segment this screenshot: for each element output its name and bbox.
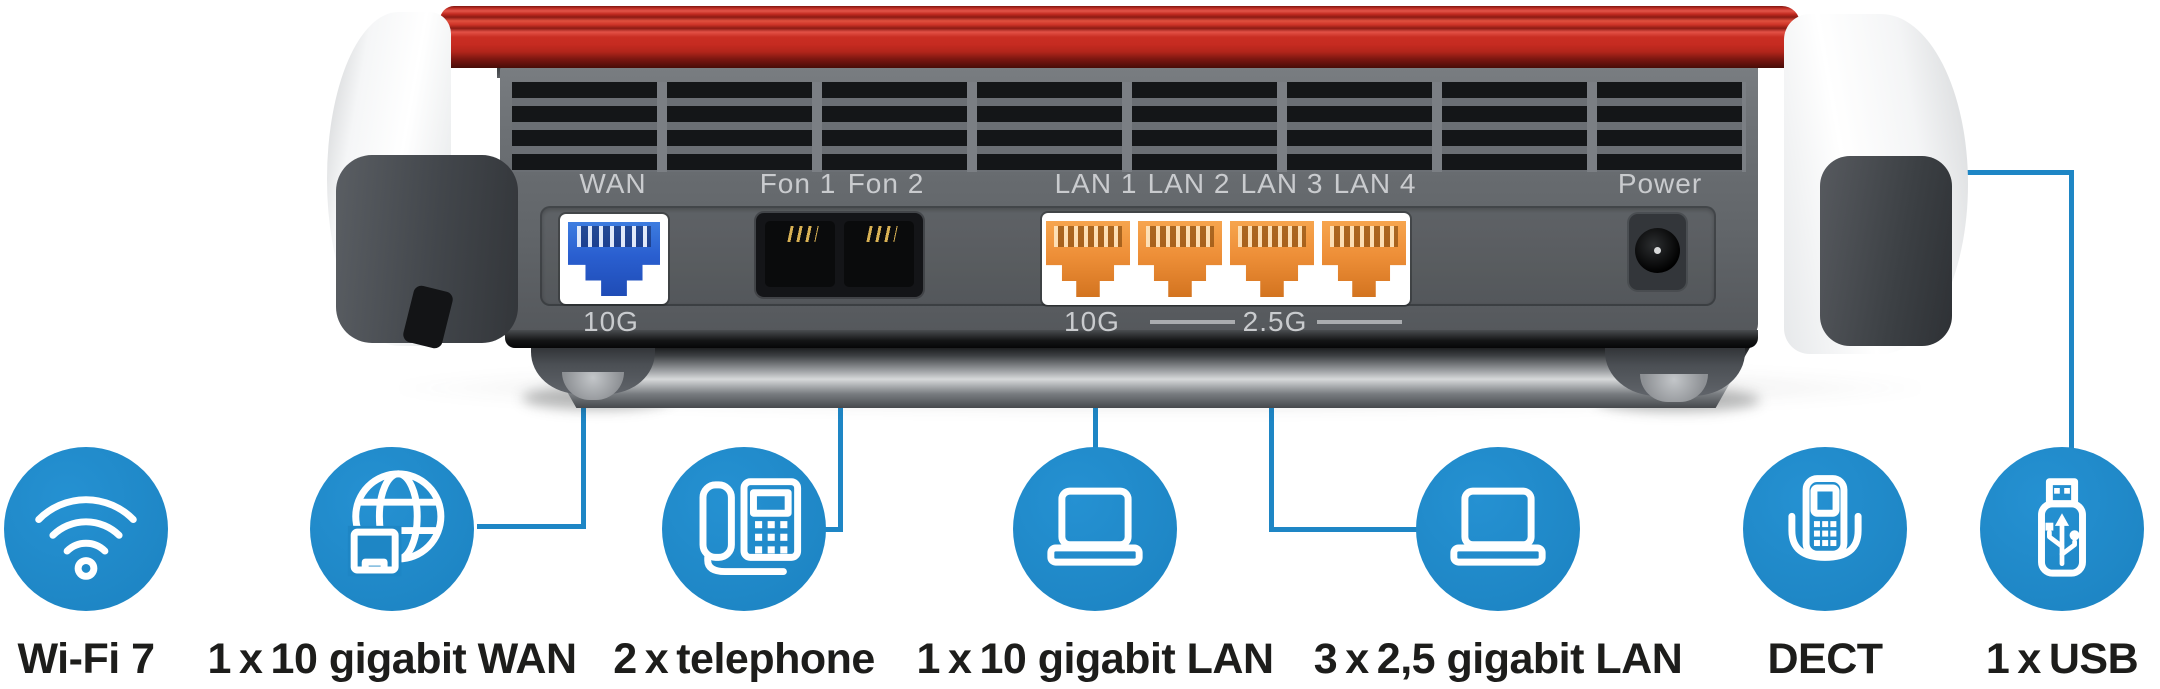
speed-divider-right: [1317, 320, 1402, 324]
fon1-port-label: Fon 1: [759, 168, 837, 199]
fon1-jack-pins: [787, 226, 819, 242]
connector-usb-vertical: [2069, 170, 2074, 456]
router-bottom-edge: [505, 330, 1758, 348]
connector-fon-horizontal: [824, 527, 843, 532]
wan-port-label: WAN: [579, 168, 647, 199]
lan3-port-label: LAN 3: [1240, 168, 1324, 199]
fon2-port-label: Fon 2: [847, 168, 925, 199]
fon2-rj11-jack: [844, 221, 914, 287]
lan2-port: [1138, 221, 1222, 297]
connector-lan25-horizontal: [1269, 527, 1419, 532]
dect-handset-icon: [1743, 447, 1907, 611]
fon2-jack-pins: [866, 226, 898, 242]
connector-wan-vertical: [581, 392, 586, 529]
lan3-port: [1230, 221, 1314, 297]
lan1-jack-pins: [1054, 225, 1122, 247]
lan3-jack-pins: [1238, 225, 1306, 247]
speed-divider-left: [1150, 320, 1235, 324]
feature-label-usb: 1 x USB: [1985, 635, 2139, 683]
lan3-rj45-jack: [1230, 221, 1314, 297]
lan4-rj45-jack: [1322, 221, 1406, 297]
lan1-speed-label: 10G: [1064, 306, 1120, 337]
usb-stick-icon: [1980, 447, 2144, 611]
wan-jack-pins: [577, 226, 651, 248]
connector-wan-horizontal: [477, 524, 586, 529]
connector-lan25-vertical: [1269, 344, 1274, 532]
laptop-icon: [1416, 447, 1580, 611]
router-right-side-panel: [1820, 156, 1952, 346]
wifi-icon: [4, 447, 168, 611]
lan4-jack-pins: [1330, 225, 1398, 247]
globe-wan-icon: [310, 447, 474, 611]
power-port: [1629, 214, 1686, 290]
lan4-port-label: LAN 4: [1333, 168, 1417, 199]
feature-label-dect: DECT: [1767, 635, 1883, 683]
ventilation-grille: [512, 82, 1746, 172]
lan2-jack-pins: [1146, 225, 1214, 247]
lan4-port: [1322, 221, 1406, 297]
feature-label-wan: 1 x 10 gigabit WAN: [207, 635, 577, 683]
connector-usb-horizontal: [1958, 170, 2074, 175]
connector-fon-vertical: [838, 344, 843, 532]
lan2-port-label: LAN 2: [1147, 168, 1231, 199]
wan-rj45-jack: [568, 222, 660, 296]
wan-speed-label: 10G: [583, 306, 639, 337]
router-red-top: [440, 6, 1800, 68]
lan1-port: [1046, 221, 1130, 297]
lan2-rj45-jack: [1138, 221, 1222, 297]
feature-label-telephone: 2 x telephone: [613, 635, 875, 683]
feature-label-lan10: 1 x 10 gigabit LAN: [916, 635, 1274, 683]
feature-label-lan25: 3 x 2,5 gigabit LAN: [1313, 635, 1683, 683]
wan-port: [560, 214, 668, 304]
telephone-icon: [662, 447, 826, 611]
fon-ports-block: [756, 213, 923, 297]
lan1-rj45-jack: [1046, 221, 1130, 297]
lan-ports-block: [1042, 213, 1410, 305]
lan1-port-label: LAN 1: [1054, 168, 1138, 199]
router-underside: [540, 344, 1752, 408]
power-barrel-jack: [1635, 228, 1680, 273]
power-port-label: Power: [1617, 168, 1703, 199]
lan234-speed-label: 2.5G: [1242, 306, 1308, 337]
feature-label-wifi: Wi-Fi 7: [17, 635, 155, 683]
fon1-rj11-jack: [765, 221, 835, 287]
laptop-icon: [1013, 447, 1177, 611]
